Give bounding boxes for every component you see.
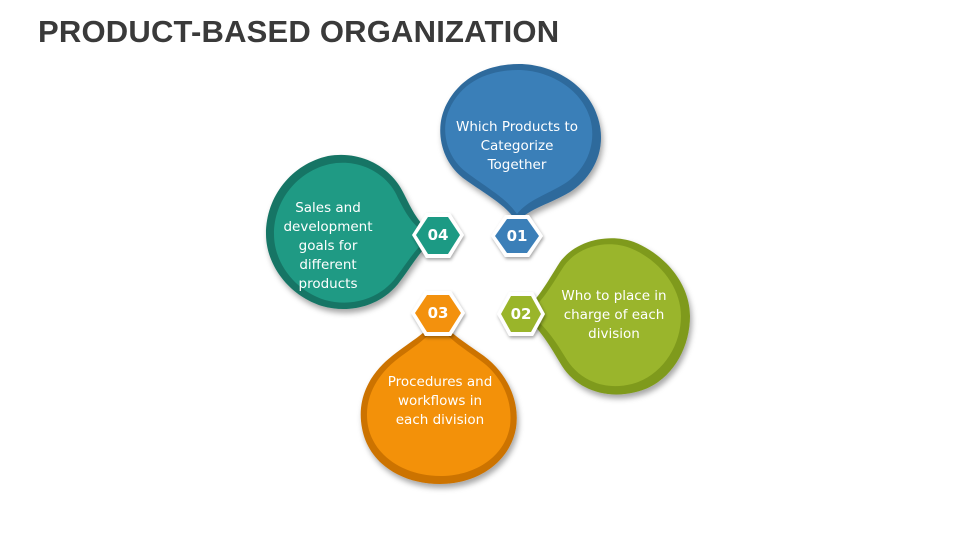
step-04-number: 04 [427,226,449,244]
step-01-number: 01 [506,227,528,245]
petal-04 [266,154,437,310]
step-01-text: Which Products to Categorize Together [455,119,579,173]
step-03-text: Procedures and workflows in each divisio… [387,374,493,428]
hexagon-02 [497,292,545,336]
petal-01 [440,64,602,222]
step-03-number: 03 [427,304,449,322]
step-02-text: Who to place in charge of each division [561,288,667,342]
hexagon-03 [411,291,465,336]
step-04-text: Sales and development goals for differen… [283,200,373,292]
petal-03 [360,314,517,484]
hexagon-04 [412,213,464,258]
step-02-number: 02 [510,305,532,323]
petal-02 [521,238,690,395]
page-title: PRODUCT-BASED ORGANIZATION [38,14,560,49]
hexagon-01 [491,215,543,257]
